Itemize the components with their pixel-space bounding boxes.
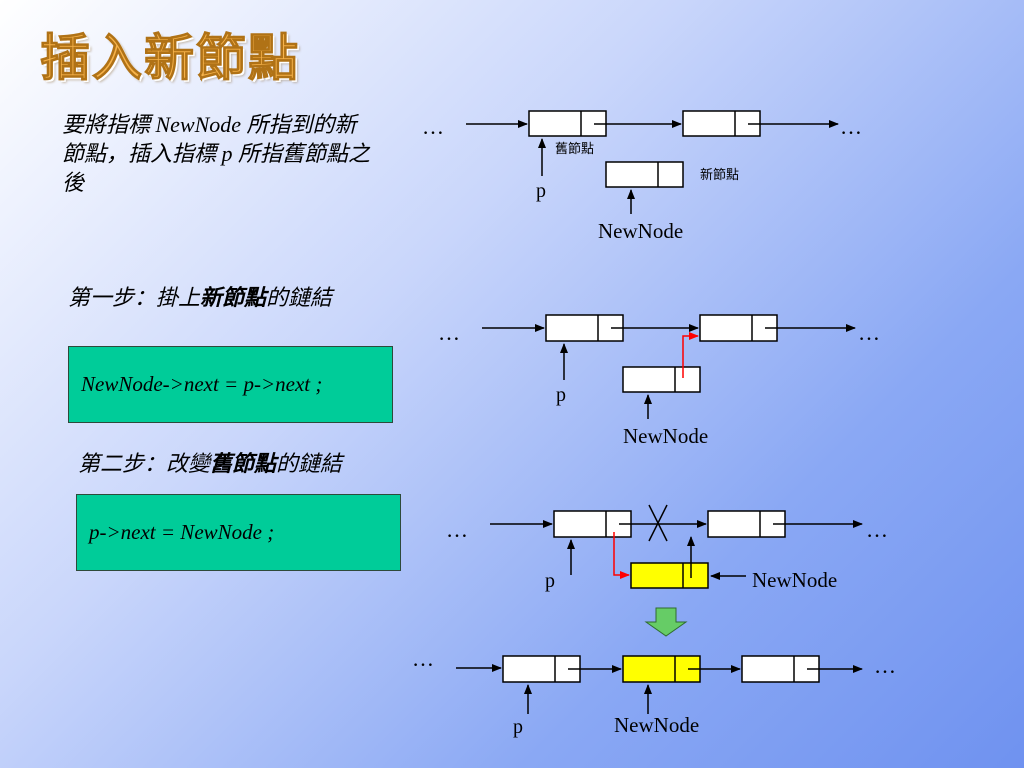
old-node-label: 舊節點 [555,141,594,156]
step1-code: NewNode->next = p->next ; [81,372,323,396]
broken-link-mark [648,504,668,542]
newnode-label: NewNode [614,713,699,737]
ellipsis-right: … [858,320,880,345]
step2-code-box: p->next = NewNode ; [76,494,401,571]
page-title: 插入新節點 [40,29,300,88]
next-node [682,110,761,137]
ellipsis-left: … [422,114,444,139]
step1-heading: 第一步：掛上新節點的鏈結 [68,285,333,310]
diagram-result: … … p NewNode [412,646,896,738]
p-label: p [536,180,546,202]
p-label: p [513,716,523,738]
p-label: p [556,384,566,406]
new-node [622,366,701,393]
ellipsis-left: … [446,517,468,542]
down-arrow-icon [644,607,688,637]
newnode-label: NewNode [623,424,708,448]
step2-heading: 第二步：改變舊節點的鏈結 [78,451,343,476]
p-label: p [545,570,555,592]
problem-description: 要將指標 NewNode 所指到的新節點，插入指標 p 所指舊節點之後 [62,112,371,195]
ellipsis-right: … [840,114,862,139]
new-node [605,161,684,188]
new-node-highlighted [630,562,709,589]
old-node [528,110,607,137]
old-node [553,510,632,538]
newnode-label: NewNode [598,219,683,243]
new-node-highlighted [622,655,701,683]
newnode-label: NewNode [752,568,837,592]
ellipsis-right: … [874,653,896,678]
diagram-step1: … … p NewNode [438,314,880,448]
step2-code: p->next = NewNode ; [89,520,275,544]
old-node [502,655,581,683]
new-node-label: 新節點 [700,167,739,182]
next-node [741,655,820,683]
step1-code-box: NewNode->next = p->next ; [68,346,393,423]
old-node [545,314,624,342]
diagram-step2: … … p NewNode [446,504,888,592]
new-link-arrow [682,332,699,378]
ellipsis-left: … [438,320,460,345]
next-node [699,314,778,342]
ellipsis-left: … [412,646,434,671]
diagram-initial: … … 舊節點 p 新節點 NewNode [422,110,862,243]
new-link-arrow [613,532,630,579]
ellipsis-right: … [866,517,888,542]
